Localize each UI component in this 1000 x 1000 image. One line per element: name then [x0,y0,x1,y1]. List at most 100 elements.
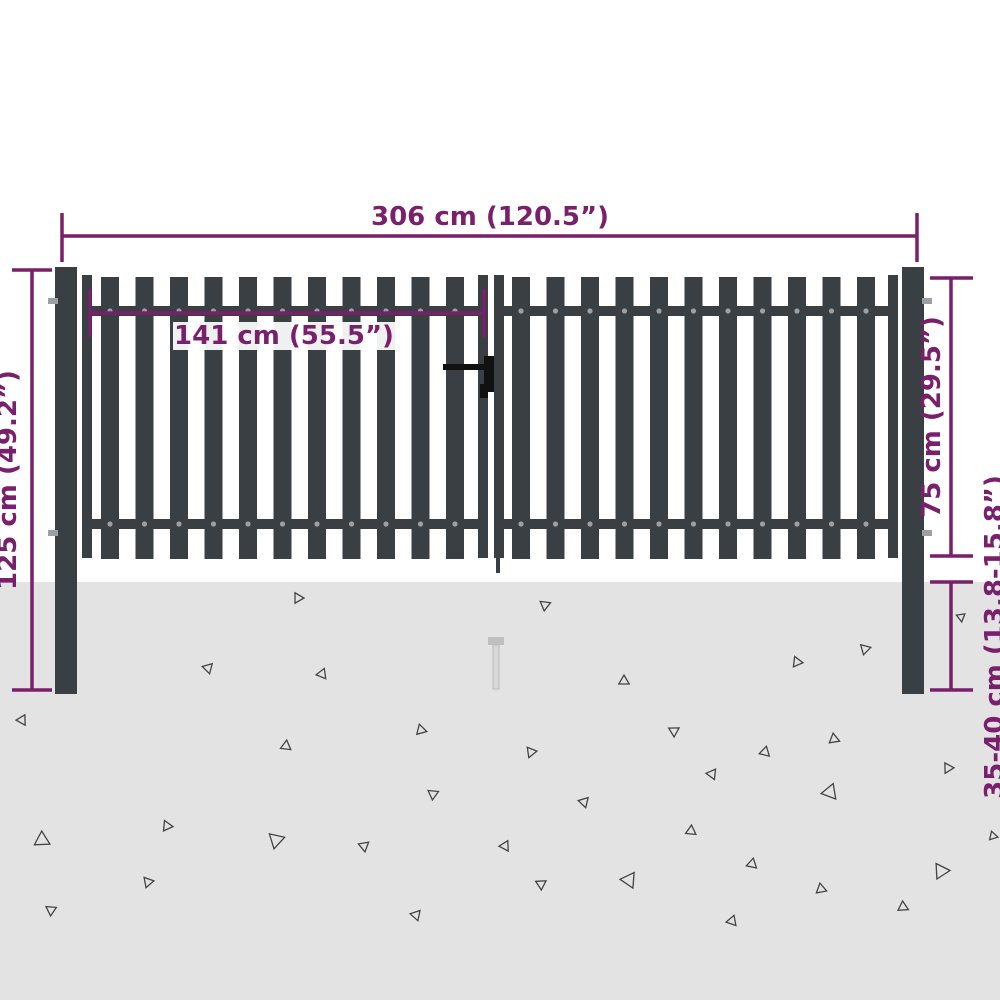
label-post-depth: 35-40 cm (13.8-15.8”) [980,475,1000,799]
pebble [162,819,175,832]
pebble [617,673,631,685]
pebble [357,841,370,854]
pebble [408,909,421,922]
pebble [684,823,697,836]
pebble [792,655,805,668]
right-post [902,267,924,694]
rivet [794,308,800,314]
pebble [819,782,837,801]
rivet [552,521,559,527]
rivet [279,521,286,527]
rivet [141,521,148,527]
label-total-height: 125 cm (49.2”) [0,370,23,590]
rivet [452,521,458,527]
pebble [44,905,58,918]
right-leaf-picket [753,277,772,559]
rivet [828,308,835,314]
right-leaf-picket [684,277,703,559]
pebble [539,600,552,613]
right-leaf-picket [581,277,599,559]
rivet [828,521,835,527]
pebble [314,667,327,680]
rivet [210,521,217,527]
dimension-post-depth [930,580,973,692]
ground-socket-cap [488,637,504,645]
left-leaf-frame [82,275,92,558]
pebble [815,881,828,894]
left-hinge-bottom [48,530,58,536]
left-leaf-picket [446,277,464,559]
pebble [427,789,440,802]
right-leaf-picket [822,277,841,559]
left-leaf-picket [342,277,361,559]
rivet [587,308,593,314]
label-leaf-width-backdrop [173,322,395,350]
pebble [497,839,509,853]
ground-socket-tube [492,644,500,690]
rivet [417,521,424,527]
left-leaf-picket [239,277,257,559]
right-leaf-picket [650,277,668,559]
pebble [200,662,214,676]
latch-lock-body [484,356,494,392]
pebble [618,871,635,890]
label-leaf-width: 141 cm (55.5”) [174,321,394,351]
pebble [33,829,52,846]
pebble [944,761,956,775]
label-total-width: 306 cm (120.5”) [371,202,609,232]
latch-bar [443,364,488,370]
left-leaf-picket [411,277,430,559]
rivet [518,521,524,527]
rivet [656,521,662,527]
dimension-total-height [12,268,52,692]
rivet [690,308,697,314]
left-leaf-frame-inner [478,275,488,558]
rivet [725,308,731,314]
left-leaf-picket [377,277,395,559]
drop-bolt [496,555,500,573]
pebble [534,880,548,892]
pebble [415,722,429,736]
ground-pebbles [14,591,1000,927]
rivet [863,308,869,314]
left-post [55,267,77,694]
right-leaf-pickets [512,277,875,559]
left-leaf-picket [273,277,292,559]
pebble [526,746,539,759]
rivet [348,521,355,527]
pebble [704,768,717,781]
rivet [383,521,389,527]
pebble [757,744,771,757]
left-hinge-top [48,298,58,304]
right-leaf-picket [857,277,875,559]
rivet [245,521,251,527]
pebble [143,876,156,889]
right-leaf-picket [546,277,565,559]
right-leaf-picket [615,277,634,559]
right-hinge-bottom [922,530,932,536]
rivet [587,521,593,527]
rivet [759,308,766,314]
label-leaf-height: 75 cm (29.5”) [917,316,947,518]
rivet [552,308,559,314]
rivet [314,521,320,527]
rivet [518,308,524,314]
left-leaf-picket [308,277,326,559]
left-leaf-pickets [101,277,464,559]
pebble [268,833,286,851]
right-leaf-frame [494,275,504,558]
right-leaf-frame-outer [888,275,898,558]
pebble [279,738,292,751]
pebble [724,914,737,927]
right-hinge-top [922,298,932,304]
rivet [690,521,697,527]
dimension-leaf-width [88,289,486,337]
right-leaf-picket [719,277,737,559]
pebble [294,591,306,605]
pebble [935,862,952,881]
dimension-total-width [60,213,919,262]
rivet [725,521,731,527]
pebble [745,856,758,869]
pebble [859,643,873,657]
